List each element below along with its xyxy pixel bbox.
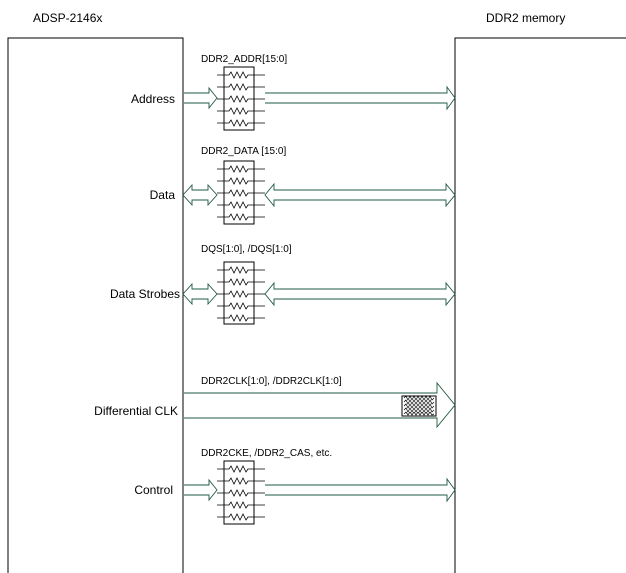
control-label: Control [134, 483, 173, 497]
control-row: Control DDR2CKE, /DDR2_CAS, etc. [134, 448, 456, 525]
control-out-arrow [265, 477, 456, 503]
control-bus-label: DDR2CKE, /DDR2_CAS, etc. [201, 448, 332, 459]
data-strobes-bus-label: DQS[1:0], /DQS[1:0] [201, 244, 292, 255]
differential-clk-resistor-pack [401, 395, 437, 417]
data-row: Data DDR2_DATA [15:0] [150, 146, 456, 225]
differential-clk-arrow [184, 381, 456, 429]
data-out-arrow [264, 182, 456, 208]
data-in-arrow [182, 183, 218, 207]
right-chip-title: DDR2 memory [486, 11, 565, 25]
data-strobes-resistor-pack [217, 261, 265, 325]
left-chip-box [7, 37, 184, 573]
differential-clk-label: Differential CLK [94, 404, 178, 418]
data-label: Data [150, 188, 176, 202]
address-label: Address [131, 92, 175, 106]
data-strobes-label: Data Strobes [110, 287, 180, 301]
control-resistor-pack [217, 460, 265, 525]
address-resistor-pack [217, 66, 265, 131]
left-chip-title: ADSP-2146x [33, 11, 102, 25]
address-row: Address DDR2_ADDR[15:0] [131, 54, 456, 131]
address-out-arrow [265, 85, 456, 111]
data-strobes-in-arrow [182, 282, 218, 306]
data-strobes-out-arrow [264, 281, 456, 307]
data-bus-label: DDR2_DATA [15:0] [201, 146, 286, 157]
address-in-arrow [184, 86, 218, 110]
data-strobes-row: Data Strobes DQS[1:0], /DQS[1:0] [110, 244, 456, 325]
differential-clk-bus-label: DDR2CLK[1:0], /DDR2CLK[1:0] [201, 376, 342, 387]
right-chip-box [454, 37, 626, 573]
data-resistor-pack [217, 160, 265, 225]
differential-clk-row: Differential CLK DDR2CLK[1:0], /DDR2CLK[… [94, 376, 456, 429]
address-bus-label: DDR2_ADDR[15:0] [201, 54, 287, 65]
control-in-arrow [184, 478, 218, 502]
